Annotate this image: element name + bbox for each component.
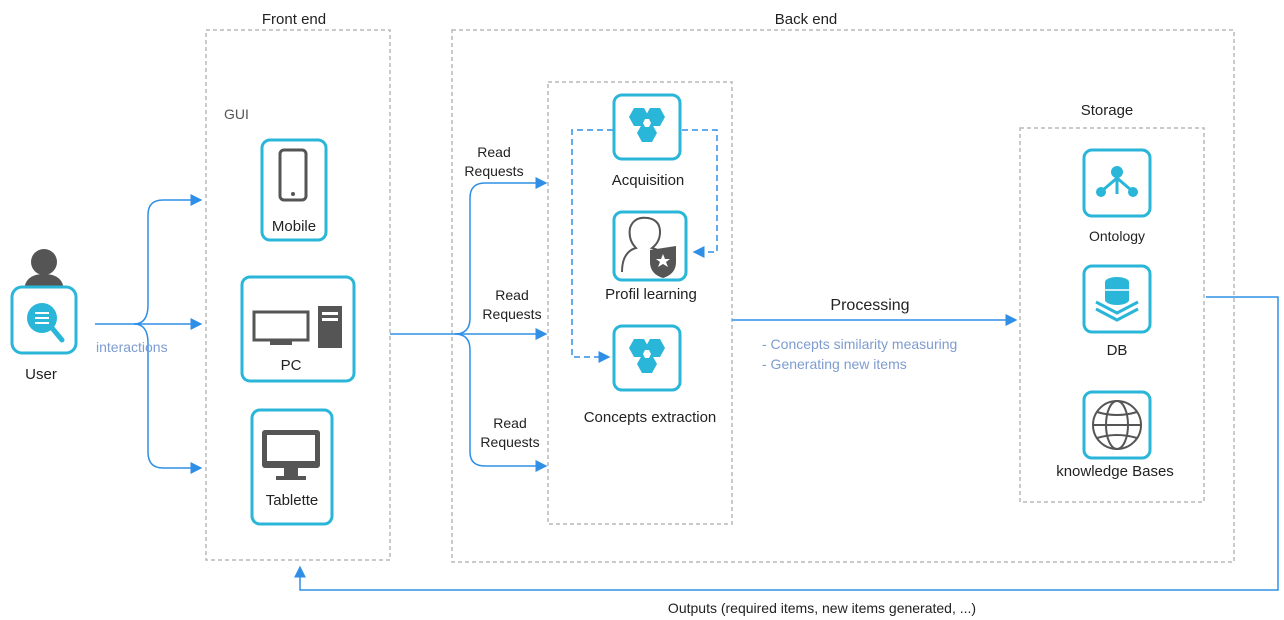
processing-label: Processing <box>830 297 910 314</box>
user-icon <box>10 249 78 355</box>
modules-group <box>547 81 733 525</box>
tablette-device-card <box>250 408 334 526</box>
interaction-arrows <box>95 194 203 474</box>
read-requests-label-2: Read Requests <box>482 287 542 322</box>
module-feedback-loop <box>571 129 718 363</box>
frontend-group <box>205 29 391 561</box>
frontend-title: Front end <box>261 11 327 28</box>
ontology-label: Ontology <box>1088 228 1146 244</box>
read-requests-label-1: Read Requests <box>464 144 524 179</box>
backend-group <box>451 29 1235 563</box>
processing-note-2: - Generating new items <box>762 356 907 372</box>
backend-title: Back end <box>774 11 838 28</box>
pc-label: PC <box>280 357 302 374</box>
outputs-label: Outputs (required items, new items gener… <box>667 600 977 616</box>
storage-title: Storage <box>1080 102 1134 119</box>
profil-learning-label: Profil learning <box>605 286 697 303</box>
processing-notes: - Concepts similarity measuring - Genera… <box>762 334 957 374</box>
concepts-extraction-label: Concepts extraction <box>583 409 717 426</box>
gui-label: GUI <box>224 106 249 122</box>
storage-group <box>1019 127 1205 503</box>
processing-note-1: - Concepts similarity measuring <box>762 336 958 352</box>
pc-device-card <box>240 275 356 383</box>
tablette-label: Tablette <box>265 492 319 509</box>
ontology-icon <box>1082 148 1152 218</box>
db-label: DB <box>1106 342 1128 359</box>
concepts-extraction-icon <box>612 324 682 392</box>
user-label: User <box>25 366 57 383</box>
acquisition-label: Acquisition <box>611 172 685 189</box>
read-requests-label-3: Read Requests <box>480 415 540 450</box>
acquisition-icon <box>612 93 682 161</box>
db-icon <box>1082 264 1152 334</box>
mobile-label: Mobile <box>271 218 317 235</box>
profil-learning-icon <box>612 210 688 282</box>
mobile-phone-icon <box>278 148 308 202</box>
desktop-pc-icon <box>252 306 342 348</box>
knowledge-bases-icon <box>1082 390 1152 460</box>
knowledge-bases-label: knowledge Bases <box>1056 463 1174 480</box>
interactions-label: interactions <box>96 339 168 355</box>
monitor-icon <box>262 430 320 480</box>
mobile-device-card <box>260 138 328 242</box>
read-request-arrows <box>390 177 548 472</box>
outputs-arrow <box>294 296 1279 591</box>
